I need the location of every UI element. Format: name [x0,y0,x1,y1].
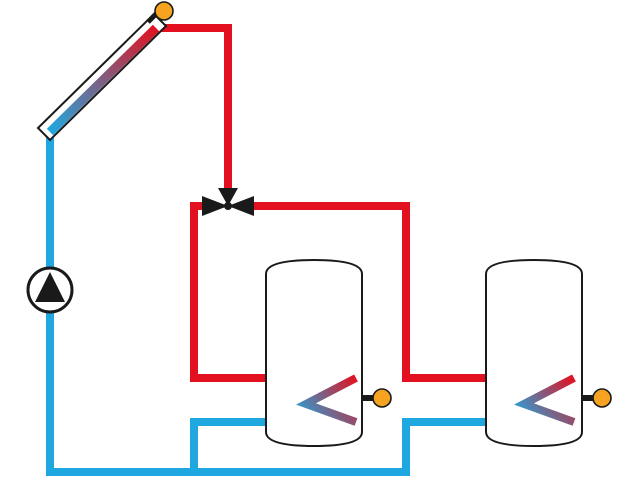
three-way-valve [202,188,254,216]
cold-pipe-return [46,134,522,476]
hot-pipe-supply [158,24,232,196]
collector-sensor [146,1,174,24]
storage-tank-2 [485,258,583,448]
storage-tank-1 [265,258,363,448]
circulation-pump [26,266,74,314]
heat-exchanger-coil-2 [514,374,576,426]
solar-collector [36,12,168,142]
sensor-dot-icon [154,1,174,21]
tank-2-sensor [582,388,612,408]
sensor-dot-icon [372,388,392,408]
tank-1-sensor [362,388,392,408]
heat-exchanger-coil-1 [296,374,358,426]
sensor-dot-icon [592,388,612,408]
three-way-valve-icon [202,196,228,216]
pump-icon [35,272,65,302]
